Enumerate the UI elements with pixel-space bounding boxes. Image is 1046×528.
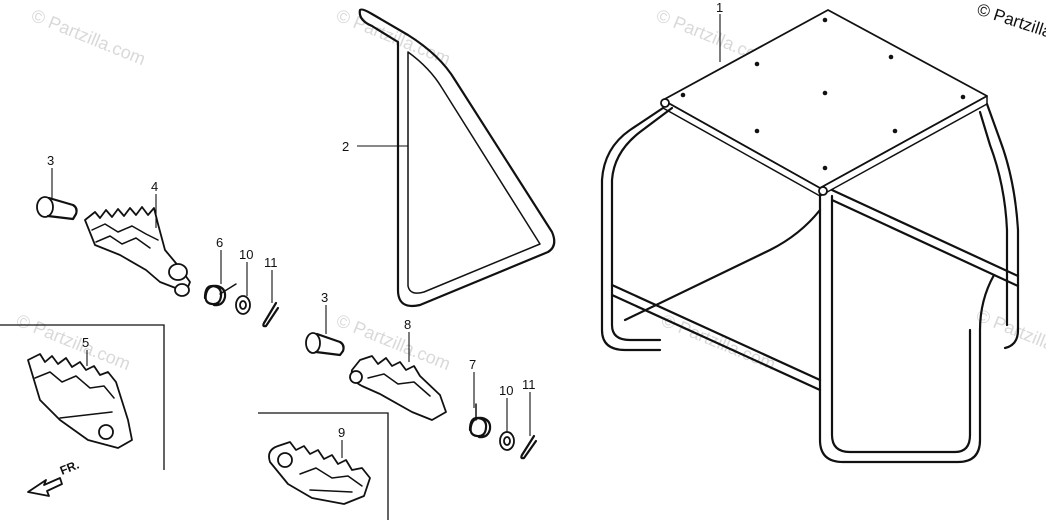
washer-left [235, 295, 251, 315]
callout-3-lower: 3 [321, 290, 328, 305]
cotter-pin-left [262, 301, 280, 328]
side-stand [358, 8, 556, 308]
washer-right [499, 431, 515, 451]
option-box-right [258, 412, 389, 520]
callout-8: 8 [404, 317, 411, 332]
watermark: © Partzilla.com [334, 5, 454, 69]
leader-lines [51, 14, 721, 458]
option-box-left [0, 324, 165, 470]
callout-11-right: 11 [522, 377, 536, 392]
watermark: © Partzilla.com [659, 310, 779, 374]
callout-10: 10 [239, 247, 253, 262]
footpeg-option-2 [268, 441, 371, 505]
front-arrow [27, 477, 63, 497]
callout-numbers: 1 2 3 4 6 10 11 5 3 8 7 10 11 9 [47, 0, 723, 440]
cotter-pin-right [520, 434, 538, 460]
callout-10-right: 10 [499, 383, 513, 398]
callout-3: 3 [47, 153, 54, 168]
spring-right [468, 403, 492, 439]
callout-4: 4 [151, 179, 158, 194]
spring-left [203, 283, 237, 307]
callout-1: 1 [716, 0, 723, 15]
callout-11: 11 [264, 255, 278, 270]
callout-9: 9 [338, 425, 345, 440]
watermark: © Partzilla.com [29, 5, 149, 69]
front-label: FR. [58, 458, 81, 478]
stand-assembly [600, 9, 1020, 464]
callout-5: 5 [82, 335, 89, 350]
callout-6: 6 [216, 235, 223, 250]
footpeg-left [84, 206, 191, 297]
watermark: © Partzilla.com [974, 305, 1046, 369]
pin-bolt [36, 196, 78, 221]
footpeg-option [27, 353, 133, 449]
pin-bolt-2 [305, 332, 345, 357]
callout-2: 2 [342, 139, 349, 154]
footpeg-right [349, 355, 447, 421]
callout-7: 7 [469, 357, 476, 372]
copyright-text: © Partzilla [975, 0, 1046, 42]
